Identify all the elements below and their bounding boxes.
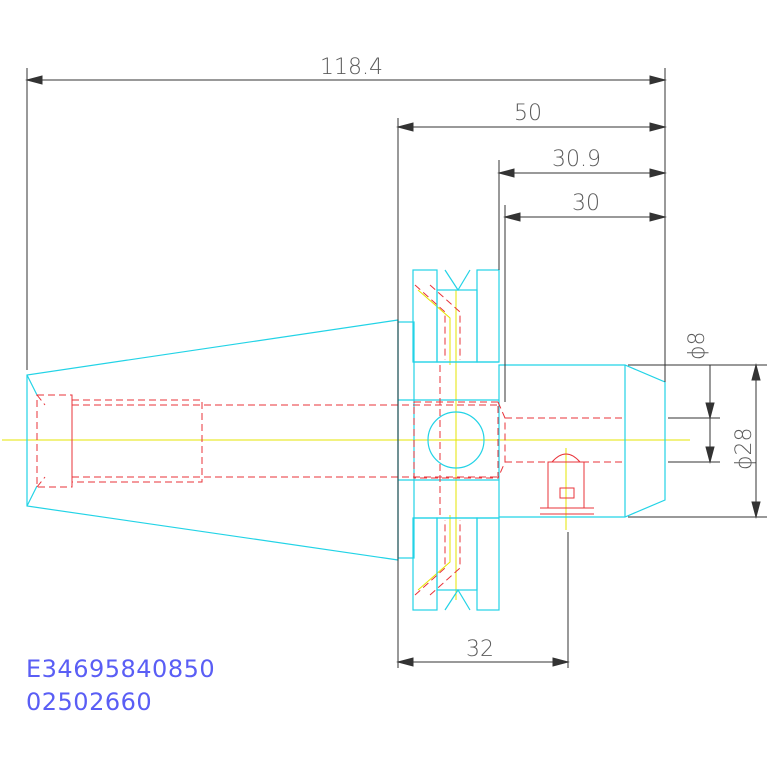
arrow-dia28-bottom — [751, 501, 761, 519]
arrow-118-left — [25, 75, 43, 85]
arrow-50-left — [396, 122, 414, 132]
arrow-30-right — [649, 212, 667, 222]
bore-tip — [497, 401, 506, 479]
set-screw-socket — [559, 487, 575, 499]
v-groove-top — [444, 269, 471, 292]
counterbore-chamfer-b — [36, 476, 46, 488]
flange-groove-top — [436, 289, 478, 363]
arrow-dia8-bottom — [705, 446, 715, 464]
order-number: 02502660 — [26, 688, 153, 716]
flange-drive-slot-bottom — [414, 520, 446, 596]
flange-collar-bottom — [412, 517, 438, 611]
arrow-118-right — [649, 75, 667, 85]
dim-label-30-9: 30.9 — [552, 147, 601, 172]
set-screw-head — [551, 453, 581, 463]
arrow-30-left — [503, 212, 521, 222]
flange-groove-centerline-bottom — [417, 515, 451, 591]
set-screw — [540, 453, 594, 515]
dim-label-dia8: ϕ8 — [685, 331, 710, 360]
flange-rim-bottom — [476, 517, 500, 611]
internal-thread — [71, 399, 203, 483]
flange-rim-top — [476, 269, 500, 363]
arrow-dia8-top — [705, 402, 715, 420]
cross-hole — [427, 411, 485, 469]
flange-drive-slot-top-2 — [429, 284, 461, 360]
dim-label-30: 30 — [572, 191, 600, 216]
dimension-lines — [25, 68, 767, 668]
flange-drive-slot-top — [414, 284, 446, 360]
part-number: E34695840850 — [26, 655, 216, 683]
arrow-30-9-right — [649, 168, 667, 178]
dim-label-50: 50 — [514, 101, 542, 126]
dim-label-118-4: 118.4 — [320, 55, 383, 80]
flange-groove-bottom — [436, 517, 478, 591]
dim-label-dia28: ϕ28 — [732, 427, 757, 470]
arrow-50-right — [649, 122, 667, 132]
counterbore-chamfer-a — [36, 394, 46, 406]
arrow-dia28-top — [751, 363, 761, 381]
arrow-32-left — [396, 657, 414, 667]
flange-drive-slot-bottom-2 — [429, 520, 461, 596]
flange-bore — [413, 401, 499, 479]
centerlines — [2, 289, 690, 600]
rear-counterbore — [36, 394, 73, 488]
nose-body — [498, 364, 666, 518]
taper-end-face — [26, 374, 38, 396]
dim-label-32: 32 — [466, 637, 494, 662]
flange-collar-top — [412, 269, 438, 363]
flange-groove-centerline-top — [417, 289, 451, 365]
taper-end-face-low — [26, 485, 38, 507]
v-groove-bottom — [444, 588, 471, 611]
arrow-30-9-left — [497, 168, 515, 178]
arrow-32-right — [552, 657, 570, 667]
